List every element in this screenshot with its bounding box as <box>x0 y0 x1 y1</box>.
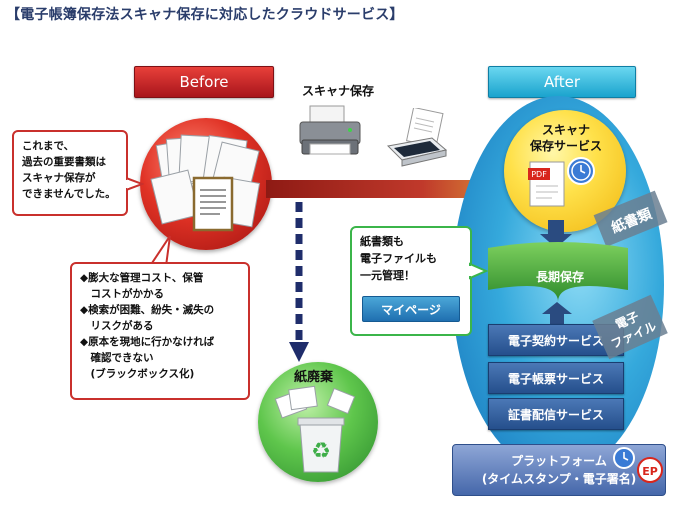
scanner-service-label: スキャナ 保存サービス <box>518 122 614 154</box>
platform-bar: プラットフォーム (タイムスタンプ・電子署名) <box>452 444 666 496</box>
mypage-button[interactable]: マイページ <box>362 296 460 322</box>
scanner-service-line: スキャナ <box>541 123 590 137</box>
problem-item: コストがかかる <box>80 288 164 300</box>
paper-disposal-label: 紙廃棄 <box>294 370 334 385</box>
long-term-storage-banner <box>488 242 628 302</box>
paper-docs-tag: 紙書類 <box>593 190 668 247</box>
pdf-tag: PDF <box>531 170 547 179</box>
clock-icon <box>567 157 595 185</box>
problem-item: ◆原本を現地に行かなければ <box>80 336 215 348</box>
storage-down-arrow <box>540 220 572 248</box>
ep-seal-icon: EP <box>637 457 663 483</box>
paper-stack-icon <box>150 134 261 232</box>
disposal-arrow <box>289 202 309 362</box>
mid-callout-line: 電子ファイルも <box>360 252 437 265</box>
after-label: After <box>488 66 636 98</box>
problems-pointer <box>148 236 171 266</box>
scan-flow-arrow <box>266 172 526 206</box>
problem-item: リスクがある <box>80 320 154 332</box>
ep-mark: EP <box>642 465 658 478</box>
e-ledger-service: 電子帳票サービス <box>488 362 624 394</box>
callout-pointer <box>126 176 144 192</box>
problem-item: ◆膨大な管理コスト、保管 <box>80 272 204 284</box>
mid-callout-line: 一元管理！ <box>360 269 415 282</box>
certificate-delivery-service: 証書配信サービス <box>488 398 624 430</box>
recycle-bin-icon: ♻ <box>274 385 356 473</box>
page-title: 【電子帳簿保存法スキャナ保存に対応したクラウドサービス】 <box>6 7 404 23</box>
mid-callout-line: 紙書類も <box>360 235 404 248</box>
callout-line: できませんでした。 <box>22 188 116 200</box>
callout-line: これまで、 <box>22 140 75 152</box>
electronic-file-tag: 電子 ファイル <box>592 294 668 360</box>
svg-text:♻: ♻ <box>311 439 331 464</box>
callout-line: スキャナ保存が <box>22 172 96 184</box>
problem-item: 確認できない <box>80 352 154 364</box>
problem-item: ◆検索が困難、紛失・滅失の <box>80 304 215 316</box>
long-term-storage-label: 長期保存 <box>535 270 584 284</box>
past-issue-callout: これまで、 過去の重要書類は スキャナ保存が できませんでした。 <box>12 130 128 216</box>
pdf-document-icon: PDF <box>528 161 565 207</box>
storage-up-arrow <box>542 302 572 326</box>
scanner-service-line: 保存サービス <box>529 139 602 153</box>
platform-line: プラットフォーム <box>511 454 607 468</box>
problems-callout: ◆膨大な管理コスト、保管 コストがかかる ◆検索が困難、紛失・滅失の リスクがあ… <box>70 262 250 400</box>
scanner-storage-label: スキャナ保存 <box>302 84 375 98</box>
printer-icon <box>299 105 361 155</box>
platform-line: (タイムスタンプ・電子署名) <box>481 472 637 486</box>
flatbed-scanner-icon <box>386 108 448 167</box>
callout-line: 過去の重要書類は <box>22 156 106 168</box>
before-label: Before <box>134 66 274 98</box>
platform-clock-icon <box>613 447 635 469</box>
mid-callout-pointer <box>468 262 488 280</box>
problem-item: (ブラックボックス化) <box>80 368 195 380</box>
